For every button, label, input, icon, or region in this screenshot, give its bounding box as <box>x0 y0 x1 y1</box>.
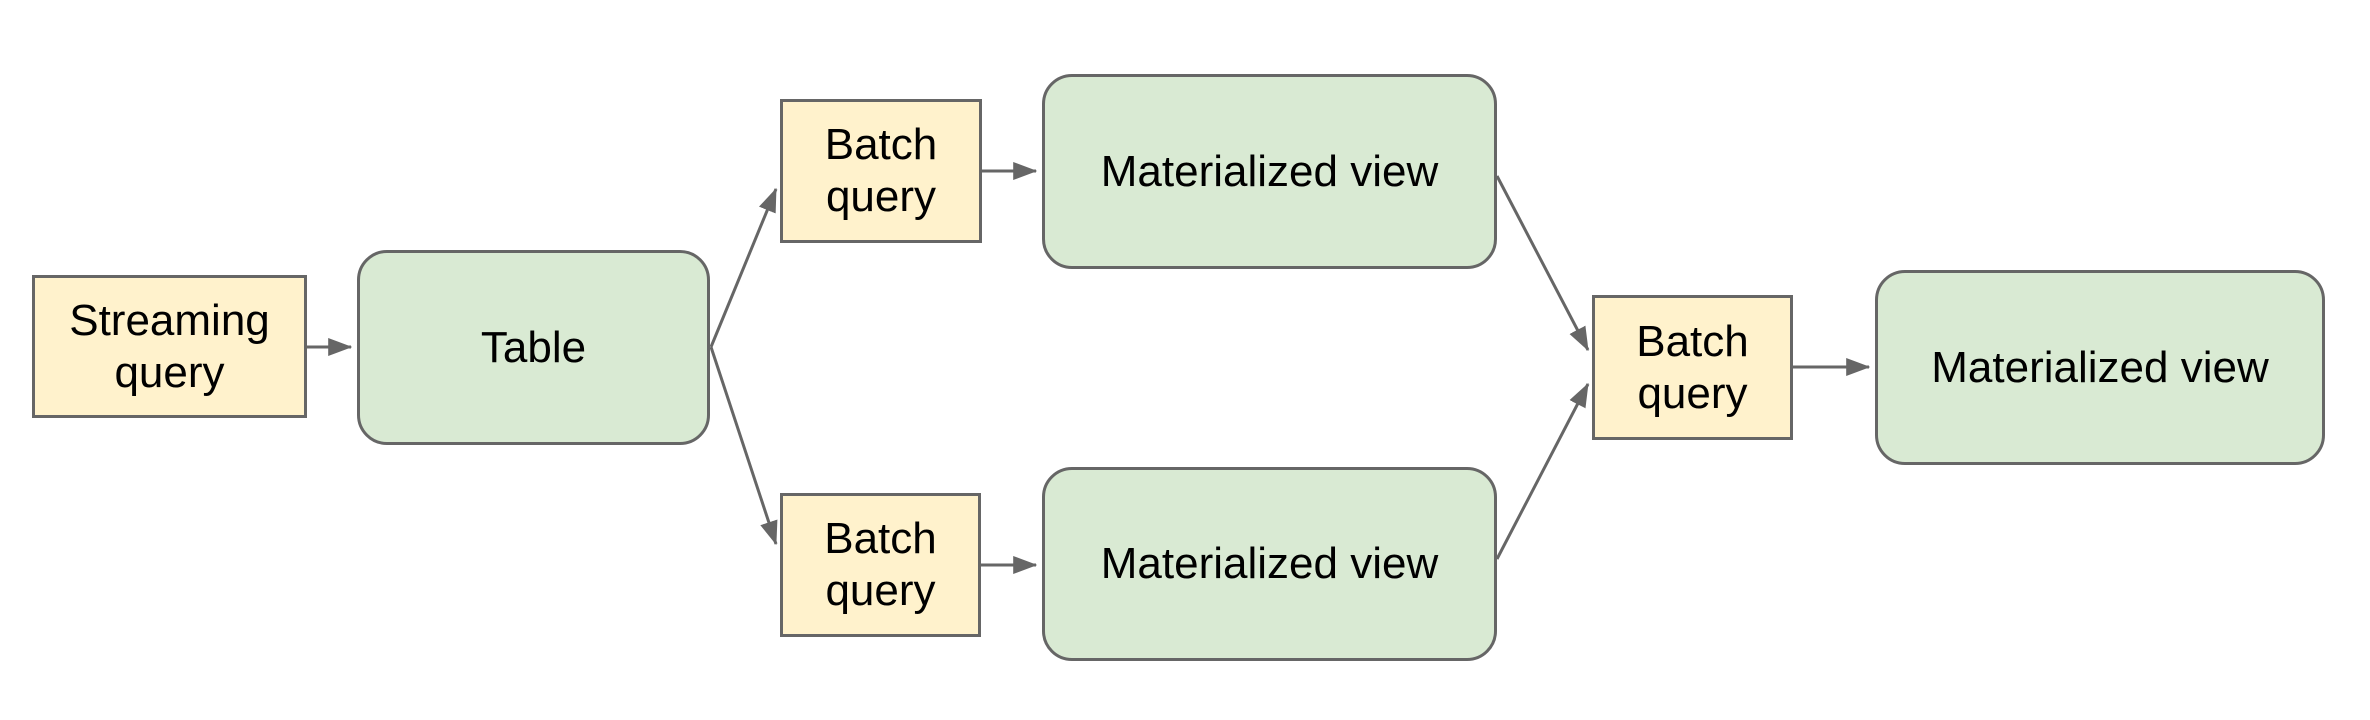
connector-materialized-view-bottom-to-batch-query-right <box>1495 382 1590 560</box>
node-streaming-query-label: Streaming query <box>69 295 270 397</box>
node-table-label: Table <box>480 322 587 372</box>
node-materialized-view-bottom: Materialized view <box>1042 467 1497 661</box>
node-materialized-view-top: Materialized view <box>1042 74 1497 269</box>
node-materialized-view-right-label: Materialized view <box>1931 342 2269 392</box>
connector-table-to-batch-query-top <box>709 187 778 348</box>
node-batch-query-bottom: Batch query <box>780 493 981 637</box>
connector-materialized-view-top-to-batch-query-right <box>1495 175 1590 352</box>
node-streaming-query: Streaming query <box>32 275 307 418</box>
node-batch-query-top: Batch query <box>780 99 982 243</box>
node-materialized-view-bottom-label: Materialized view <box>1100 539 1439 589</box>
node-table: Table <box>357 250 710 445</box>
node-materialized-view-top-label: Materialized view <box>1100 146 1439 196</box>
node-batch-query-top-label: Batch query <box>824 120 938 221</box>
connector-table-to-batch-query-bottom <box>709 346 778 546</box>
node-batch-query-right: Batch query <box>1592 295 1793 440</box>
node-batch-query-bottom-label: Batch query <box>824 514 937 615</box>
node-materialized-view-right: Materialized view <box>1875 270 2325 465</box>
node-batch-query-right-label: Batch query <box>1636 316 1749 418</box>
